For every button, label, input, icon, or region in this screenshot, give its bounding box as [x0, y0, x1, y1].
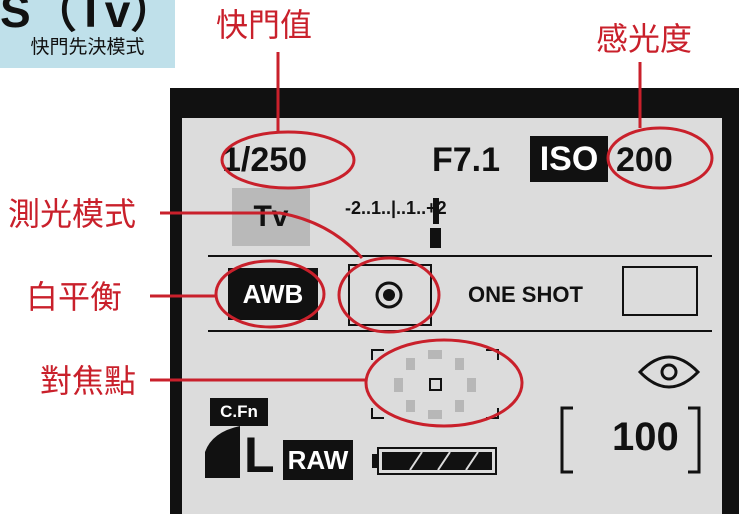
raw-indicator: RAW [283, 440, 353, 480]
custom-function-indicator: C.Fn [210, 398, 268, 426]
exposure-scale-tick [433, 198, 439, 224]
image-size-indicator: L [244, 427, 275, 483]
mode-subtitle: 快門先決模式 [30, 37, 145, 58]
af-mode-label: ONE SHOT [468, 282, 583, 307]
callout-metering-mode: 測光模式 [8, 195, 137, 233]
callout-leaders [150, 52, 642, 382]
battery-icon [372, 447, 497, 475]
af-points [394, 350, 476, 419]
eye-icon [637, 355, 701, 389]
iso-label: ISO [530, 136, 608, 182]
exposure-scale: -2..1..|..1..+2 [345, 198, 447, 218]
callout-white-balance: 白平衡 [26, 278, 123, 316]
divider [208, 255, 712, 257]
af-frame [371, 349, 499, 419]
callout-ellipses [214, 126, 714, 428]
metering-mode-indicator [348, 264, 432, 326]
callout-shutter-value: 快門值 [216, 6, 313, 44]
shots-bracket [560, 406, 701, 474]
drive-mode-box [622, 266, 698, 316]
mode-badge [0, 0, 175, 68]
metering-icon-center [383, 289, 395, 301]
white-balance-indicator: AWB [228, 268, 318, 320]
aperture-value: F7.1 [432, 141, 501, 179]
mode-title: S（Tv） [0, 0, 177, 37]
af-center-point [429, 378, 442, 391]
callout-iso-sensitivity: 感光度 [596, 20, 693, 58]
callout-af-point: 對焦點 [40, 362, 137, 400]
mode-indicator: Tv [232, 188, 310, 246]
divider [208, 330, 712, 332]
exposure-level-marker [430, 228, 441, 248]
shots-remaining: 100 [612, 415, 679, 459]
iso-value: 200 [616, 141, 673, 179]
metering-icon [375, 281, 403, 309]
shutter-speed-value: 1/250 [222, 141, 308, 179]
quality-triangle-icon [205, 426, 240, 478]
